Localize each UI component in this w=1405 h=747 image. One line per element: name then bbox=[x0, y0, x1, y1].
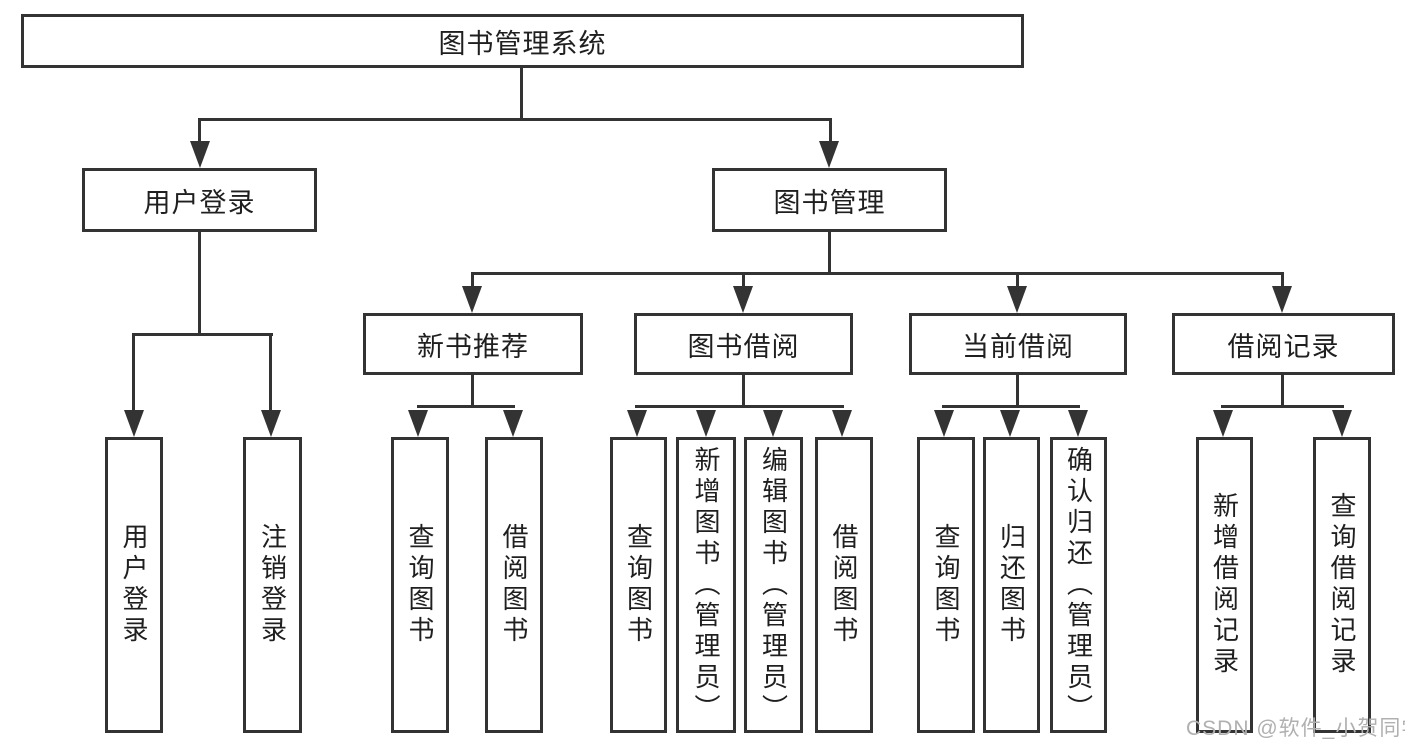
node-user-login: 用户登录 bbox=[82, 168, 317, 232]
arrowhead bbox=[832, 410, 852, 437]
leaf-bb-query-books: 查询图书 bbox=[610, 437, 667, 733]
leaf-bb-query-books-label: 查询图书 bbox=[623, 523, 654, 647]
leaf-logout: 注销登录 bbox=[243, 437, 302, 733]
arrowhead bbox=[696, 410, 716, 437]
node-book-borrowing-label: 图书借阅 bbox=[687, 331, 800, 362]
leaf-br-add-record-label: 新增借阅记录 bbox=[1209, 492, 1240, 678]
leaf-br-query-record: 查询借阅记录 bbox=[1313, 437, 1371, 733]
leaf-nbr-borrow-books-label: 借阅图书 bbox=[499, 523, 529, 647]
node-borrow-records: 借阅记录 bbox=[1172, 313, 1395, 375]
connector-stub bbox=[132, 333, 135, 413]
arrowhead bbox=[261, 410, 281, 437]
leaf-nbr-borrow-books: 借阅图书 bbox=[485, 437, 543, 733]
leaf-br-query-record-label: 查询借阅记录 bbox=[1327, 492, 1357, 678]
node-current-borrowing: 当前借阅 bbox=[909, 313, 1127, 375]
leaf-cb-query-books-label: 查询图书 bbox=[931, 523, 961, 647]
leaf-br-add-record: 新增借阅记录 bbox=[1196, 437, 1253, 733]
node-book-management: 图书管理 bbox=[712, 168, 947, 232]
leaf-cb-confirm-return-admin-label: 确认归还（管理员） bbox=[1063, 445, 1094, 725]
connector-stub bbox=[742, 272, 745, 290]
leaf-nbr-query-books-label: 查询图书 bbox=[405, 523, 435, 647]
connector-stem bbox=[1016, 374, 1019, 407]
arrowhead bbox=[124, 410, 144, 437]
connector-stub bbox=[198, 118, 201, 144]
arrowhead bbox=[1068, 410, 1088, 437]
arrowhead bbox=[934, 410, 954, 437]
node-book-borrowing: 图书借阅 bbox=[634, 313, 853, 375]
arrowhead bbox=[1272, 286, 1292, 313]
connector-root-split bbox=[198, 118, 832, 121]
watermark: CSDN @软件_小贺同学 bbox=[1186, 717, 1405, 740]
connector-stub bbox=[471, 272, 474, 290]
leaf-user-login: 用户登录 bbox=[105, 437, 163, 733]
connector-stub bbox=[1016, 272, 1019, 290]
connector-book-mgmt-stem bbox=[828, 232, 831, 274]
arrowhead bbox=[1000, 410, 1020, 437]
connector-book-mgmt-split bbox=[471, 272, 1284, 275]
leaf-bb-borrow-books: 借阅图书 bbox=[815, 437, 873, 733]
arrowhead bbox=[1213, 410, 1233, 437]
node-new-book-recommend-label: 新书推荐 bbox=[417, 331, 529, 362]
node-book-management-label: 图书管理 bbox=[773, 187, 886, 218]
connector-split bbox=[1221, 405, 1344, 408]
leaf-cb-return-books: 归还图书 bbox=[983, 437, 1040, 733]
connector-stem bbox=[742, 374, 745, 407]
leaf-bb-add-book-admin-label: 新增图书（管理员） bbox=[691, 445, 721, 725]
node-new-book-recommend: 新书推荐 bbox=[363, 313, 583, 375]
leaf-cb-query-books: 查询图书 bbox=[917, 437, 975, 733]
node-root-label: 图书管理系统 bbox=[438, 28, 607, 59]
leaf-cb-confirm-return-admin: 确认归还（管理员） bbox=[1050, 437, 1107, 733]
arrowhead bbox=[408, 410, 428, 437]
connector-user-login-split bbox=[132, 333, 273, 336]
leaf-bb-edit-book-admin-label: 编辑图书（管理员） bbox=[758, 445, 789, 725]
connector-stem bbox=[1281, 374, 1284, 407]
arrowhead bbox=[1332, 410, 1352, 437]
node-root: 图书管理系统 bbox=[21, 14, 1024, 68]
connector-stub bbox=[829, 118, 832, 144]
leaf-bb-add-book-admin: 新增图书（管理员） bbox=[676, 437, 736, 733]
node-user-login-label: 用户登录 bbox=[143, 187, 256, 218]
arrowhead bbox=[1007, 286, 1027, 313]
connector-split bbox=[942, 405, 1080, 408]
leaf-bb-borrow-books-label: 借阅图书 bbox=[829, 523, 859, 647]
arrowhead bbox=[763, 410, 783, 437]
connector-stub bbox=[1281, 272, 1284, 290]
arrowhead bbox=[462, 286, 482, 313]
node-borrow-records-label: 借阅记录 bbox=[1227, 331, 1340, 362]
leaf-logout-label: 注销登录 bbox=[257, 523, 288, 647]
connector-split bbox=[417, 405, 515, 408]
arrowhead bbox=[819, 141, 839, 168]
leaf-bb-edit-book-admin: 编辑图书（管理员） bbox=[744, 437, 803, 733]
connector-user-login-stem bbox=[198, 232, 201, 336]
arrowhead bbox=[503, 410, 523, 437]
connector-split bbox=[635, 405, 844, 408]
arrowhead bbox=[733, 286, 753, 313]
leaf-nbr-query-books: 查询图书 bbox=[391, 437, 449, 733]
arrowhead bbox=[627, 410, 647, 437]
arrowhead bbox=[190, 141, 210, 168]
connector-stem bbox=[471, 374, 474, 407]
connector-stub bbox=[269, 333, 272, 413]
leaf-user-login-label: 用户登录 bbox=[119, 523, 149, 647]
leaf-cb-return-books-label: 归还图书 bbox=[996, 523, 1027, 647]
node-current-borrowing-label: 当前借阅 bbox=[962, 331, 1074, 362]
connector-root-stem bbox=[520, 68, 523, 119]
